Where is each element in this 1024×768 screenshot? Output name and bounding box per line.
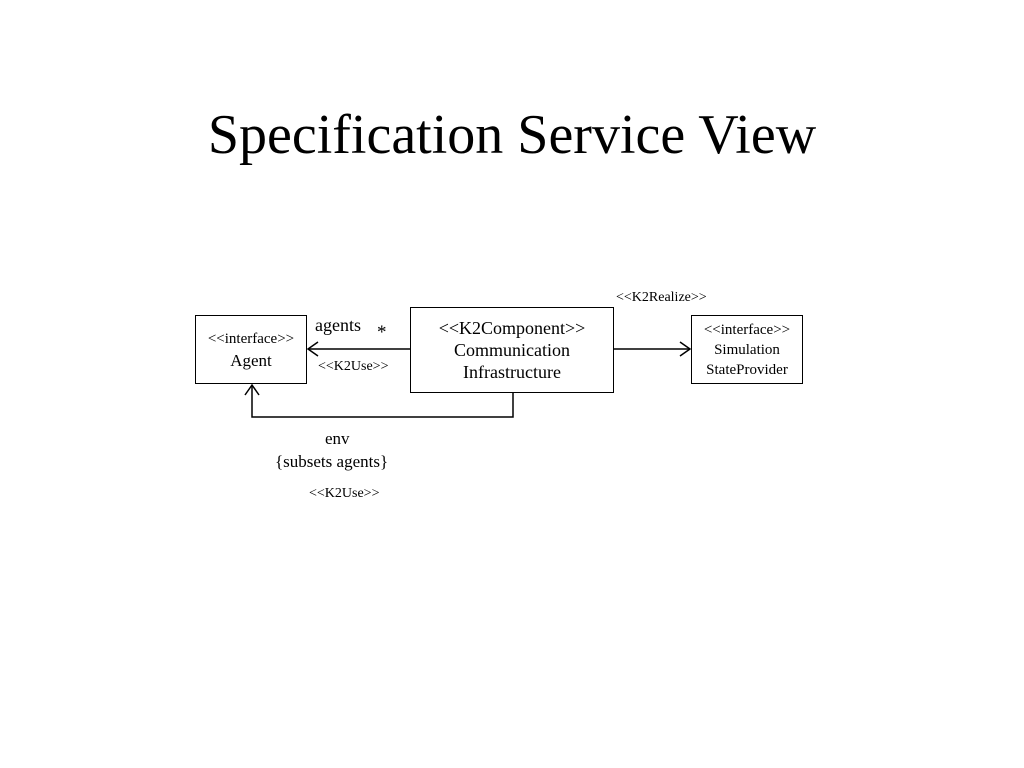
- simulation-state-provider-box[interactable]: <<interface>> Simulation StateProvider: [691, 315, 803, 384]
- agents-use-arrowhead: [306, 341, 319, 357]
- agents-role-label: agents: [315, 315, 361, 335]
- communication-name-line2: Infrastructure: [463, 362, 561, 382]
- agent-stereotype: <<interface>>: [207, 330, 295, 347]
- env-use-stereotype-label: <<K2Use>>: [309, 486, 380, 501]
- simulation-stereotype: <<interface>>: [703, 321, 791, 338]
- env-constraint-label: {subsets agents}: [275, 452, 389, 471]
- communication-infrastructure-box[interactable]: <<K2Component>> Communication Infrastruc…: [410, 307, 614, 393]
- realize-arrowhead: [679, 341, 692, 357]
- agent-name: Agent: [230, 350, 272, 370]
- realize-stereotype-label: <<K2Realize>>: [616, 290, 707, 305]
- env-use-line: [251, 385, 514, 418]
- communication-stereotype: <<K2Component>>: [438, 318, 586, 338]
- agent-interface-box[interactable]: <<interface>> Agent: [195, 315, 307, 384]
- slide-title: Specification Service View: [207, 104, 817, 166]
- communication-name-line1: Communication: [454, 340, 570, 360]
- env-role-label: env: [325, 429, 350, 448]
- agents-multiplicity-label: *: [377, 322, 387, 343]
- simulation-name-line2: StateProvider: [706, 361, 788, 378]
- agents-use-stereotype-label: <<K2Use>>: [318, 359, 389, 374]
- simulation-name-line1: Simulation: [714, 341, 780, 358]
- env-use-arrowhead: [244, 383, 260, 396]
